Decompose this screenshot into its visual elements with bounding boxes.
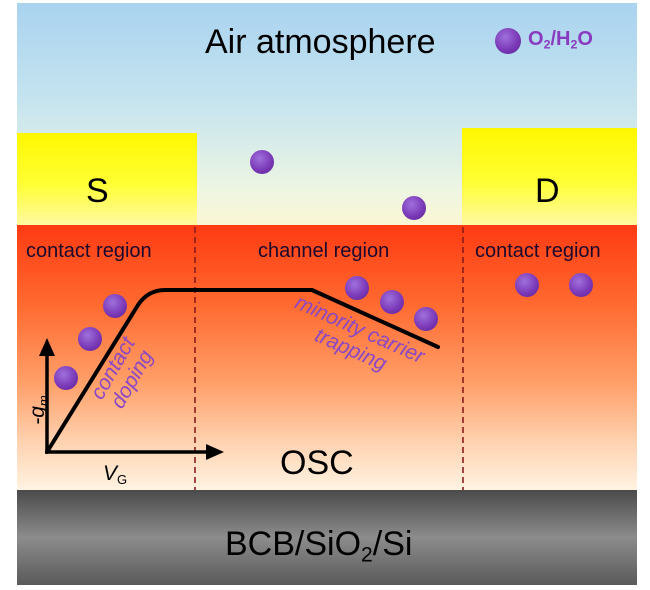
molecule-dot [78, 327, 102, 351]
y-axis-arrowhead [39, 338, 55, 356]
molecule-dot [515, 273, 539, 297]
molecule-dot [103, 294, 127, 318]
legend-label: O2/H2O [528, 28, 593, 52]
x-axis-label: VG [103, 462, 128, 487]
channel-region-label: channel region [258, 240, 390, 262]
drain-electrode [462, 128, 637, 225]
molecule-dot [414, 307, 438, 331]
molecule-dot [569, 273, 593, 297]
molecule-dot [345, 276, 369, 300]
molecule-dot [250, 150, 274, 174]
osc-layer [17, 225, 637, 490]
molecule-dot [380, 290, 404, 314]
source-electrode [17, 133, 197, 225]
substrate-layer [17, 490, 637, 585]
osc-label: OSC [280, 444, 354, 482]
molecule-dot-icon [495, 28, 521, 54]
source-label: S [86, 172, 109, 210]
molecule-dot [402, 196, 426, 220]
right-contact-region-label: contact region [475, 240, 601, 262]
y-axis-label: -gm [26, 395, 51, 425]
transconductance-curve [45, 288, 440, 454]
drain-label: D [535, 172, 560, 210]
x-axis-arrowhead [206, 444, 224, 460]
left-contact-region-label: contact region [26, 240, 152, 262]
air-atmosphere-title: Air atmosphere [205, 23, 436, 61]
substrate-label: BCB/SiO2/Si [225, 525, 413, 567]
molecule-dot [54, 366, 78, 390]
